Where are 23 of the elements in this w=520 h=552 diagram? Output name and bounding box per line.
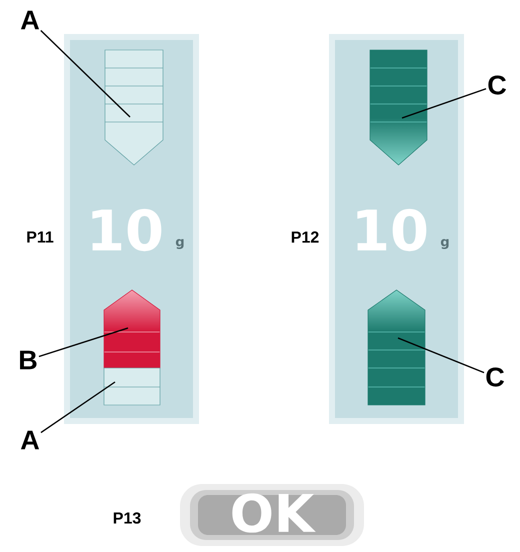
weight-value: 10 — [92, 208, 162, 252]
leader-line — [38, 327, 128, 358]
leader-line — [40, 381, 116, 434]
panel-label: P13 — [114, 512, 141, 524]
leader-line — [398, 337, 484, 374]
leader-line — [40, 30, 130, 118]
level-bar — [104, 290, 160, 368]
callout-letter: C — [488, 75, 506, 95]
level-bar — [104, 368, 160, 406]
panel-label: P11 — [27, 232, 54, 242]
ok-message: OK — [232, 493, 316, 533]
unit-label: g — [176, 238, 184, 250]
panel-label: P12 — [292, 231, 319, 243]
level-bar — [368, 290, 426, 406]
unit-label: g — [440, 238, 449, 250]
level-bar — [370, 50, 428, 166]
level-bar — [104, 50, 164, 166]
leader-line — [402, 88, 486, 119]
weight-value: 10 — [357, 208, 426, 252]
callout-letter: B — [20, 350, 37, 370]
callout-letter: A — [20, 430, 40, 450]
callout-letter: C — [486, 367, 504, 387]
callout-letter: A — [20, 10, 40, 30]
